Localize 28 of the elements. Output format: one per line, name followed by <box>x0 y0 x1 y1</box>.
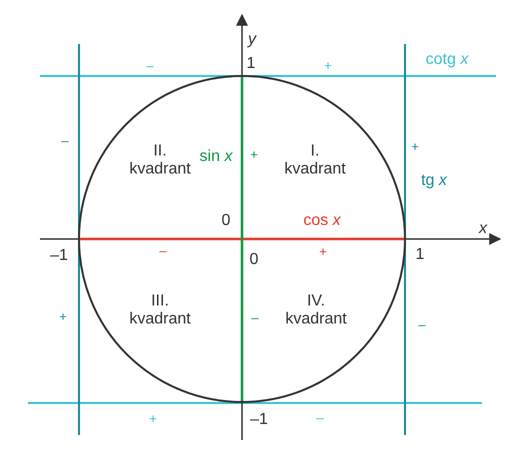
tick-label: 0 <box>250 251 258 269</box>
quadrant-label: II. kvadrant <box>128 142 192 178</box>
tick-label: 0 <box>222 212 230 230</box>
sign-mark: – <box>146 58 154 74</box>
function-label: cos x <box>303 212 341 230</box>
quadrant-label: IV. kvadrant <box>284 292 348 328</box>
sign-mark: – <box>159 244 167 258</box>
sign-mark: + <box>250 148 258 162</box>
tick-label: 1 <box>246 55 256 73</box>
function-label: cotg x <box>426 51 468 69</box>
sign-mark: + <box>411 140 419 154</box>
sign-mark: + <box>324 58 332 74</box>
sign-mark: – <box>61 134 69 148</box>
tick-label: –1 <box>250 411 268 429</box>
tick-label: 1 <box>416 246 424 264</box>
sign-mark: + <box>149 412 157 426</box>
sign-mark: + <box>319 244 327 260</box>
axis-label: y <box>248 31 256 49</box>
axis-label: x <box>479 220 487 238</box>
tick-label: –1 <box>50 247 68 265</box>
sign-mark: – <box>418 318 426 332</box>
quadrant-label: III. kvadrant <box>128 292 192 328</box>
sign-mark: + <box>59 310 67 324</box>
quadrant-label: I. kvadrant <box>283 142 347 178</box>
sign-mark: – <box>316 410 324 426</box>
sign-mark: – <box>251 310 259 326</box>
function-label: tg x <box>421 172 447 190</box>
function-label: sin x <box>200 148 232 166</box>
